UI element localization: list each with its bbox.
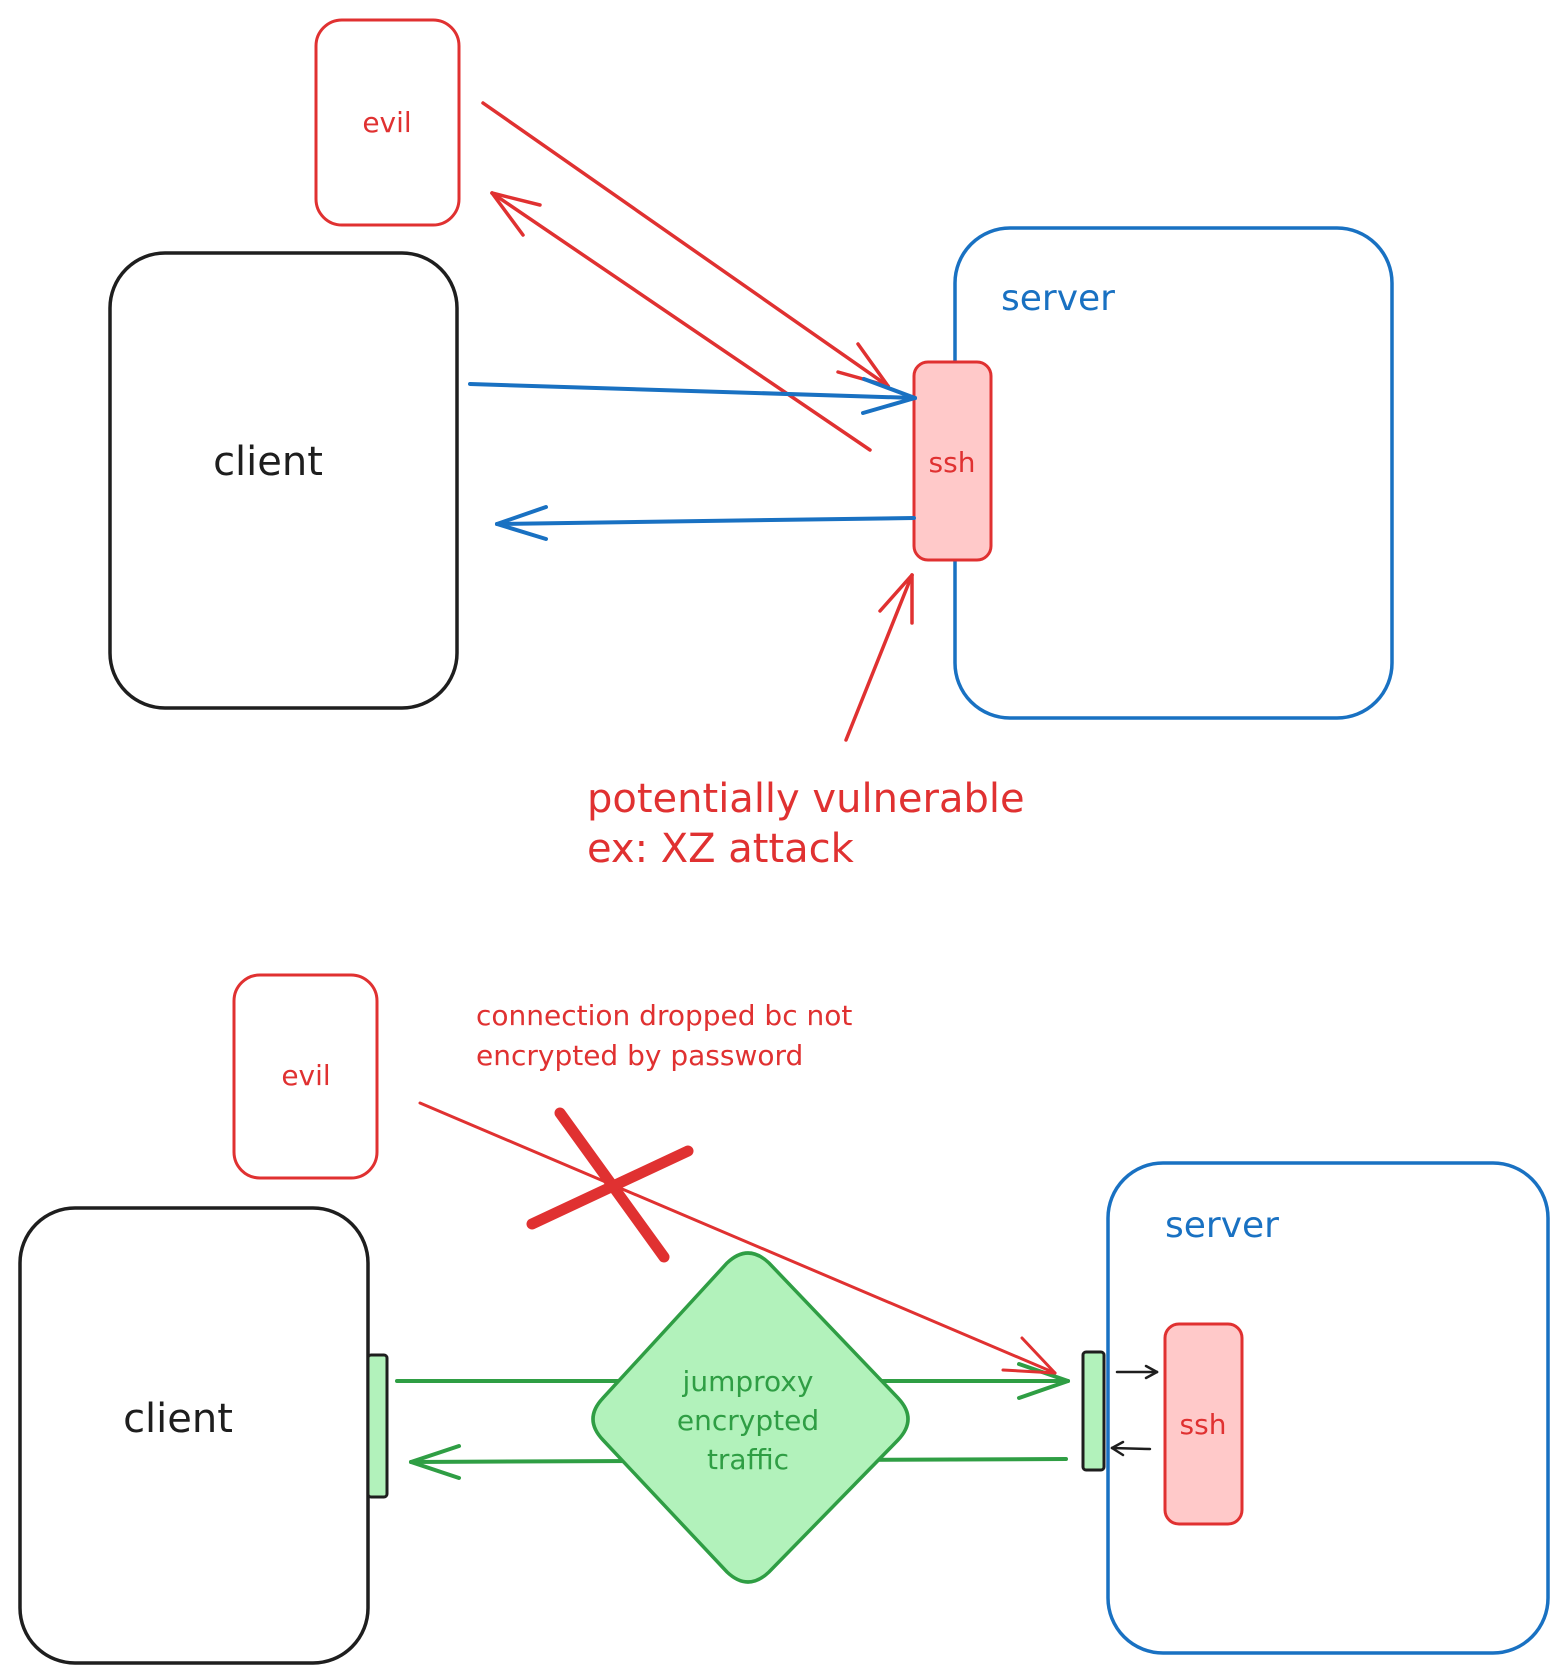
bottom-port-to-ssh-arrow [1115,1364,1159,1380]
top-server-label: server [1001,278,1115,319]
bottom-server-box [1106,1161,1550,1655]
bottom-evil-box [232,973,379,1180]
bottom-evil-label: evil [281,1059,330,1092]
bottom-proxy-line3: traffic [707,1443,789,1476]
top-evil-to-ssh-arrow [481,101,890,388]
bottom-proxy-line1: jumproxy [682,1365,814,1398]
top-ssh-to-client-arrow [495,505,916,541]
top-client-to-ssh-arrow [468,377,917,415]
bottom-ssh-box [1163,1322,1244,1526]
top-note-line2: ex: XZ attack [587,826,855,872]
top-evil-label: evil [362,106,411,139]
bottom-note-line2: encrypted by password [476,1039,803,1072]
bottom-server-label: server [1165,1205,1279,1246]
top-ssh-label: ssh [929,446,976,479]
top-ssh-to-evil-arrow [490,191,872,452]
top-vulnerability-arrow [844,573,914,742]
bottom-client-proxy-port [366,1353,389,1499]
bottom-jumproxy-diamond [591,1251,910,1584]
top-evil-box [314,18,461,227]
bottom-client-label: client [123,1396,233,1442]
bottom-note-line1: connection dropped bc not [476,999,852,1032]
top-client-label: client [213,439,323,485]
bottom-server-proxy-port [1081,1350,1106,1472]
top-note-line1: potentially vulnerable [587,776,1025,822]
top-ssh-box [912,360,993,562]
bottom-ssh-label: ssh [1180,1408,1227,1441]
bottom-proxy-line2: encrypted [677,1404,819,1437]
top-client-box [108,251,459,710]
bottom-ssh-to-port-arrow [1110,1440,1152,1457]
bottom-evil-attack-arrow [418,1101,1057,1375]
bottom-blocked-x-icon [526,1107,694,1263]
